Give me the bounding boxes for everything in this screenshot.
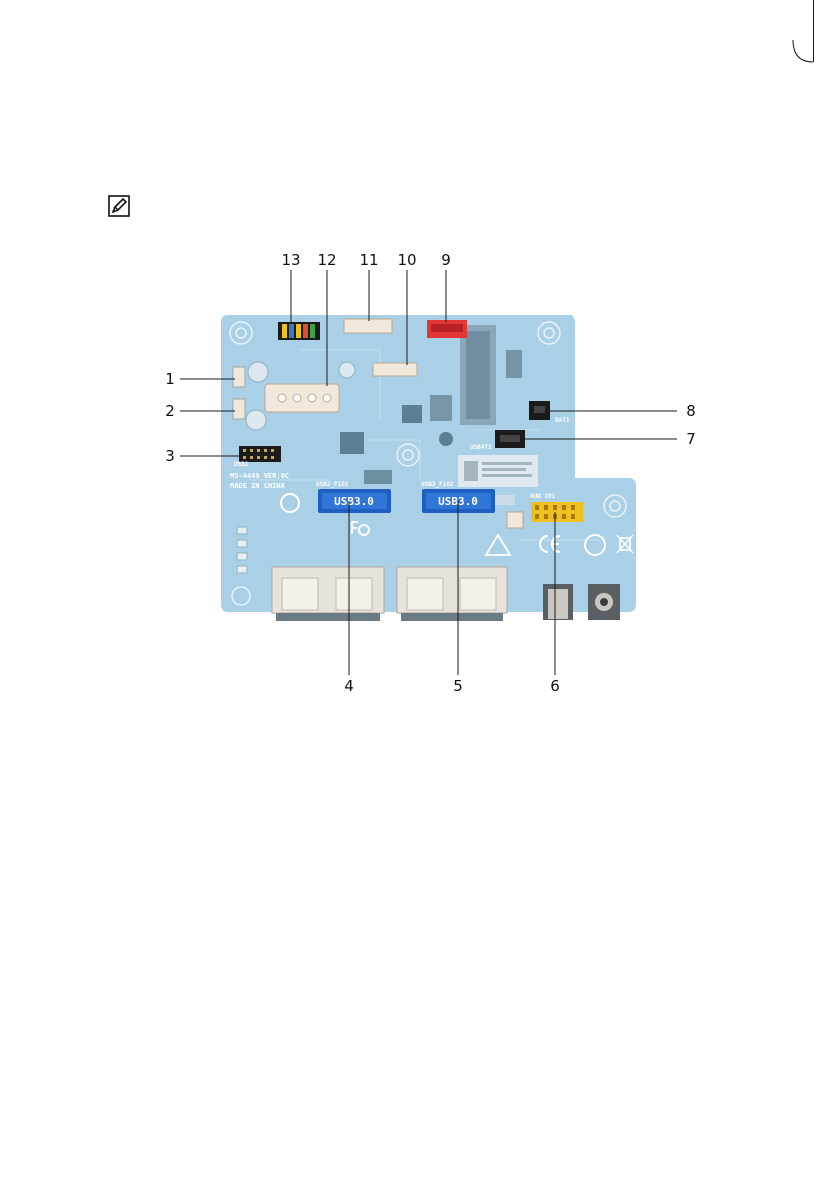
- connector-1: [233, 367, 245, 387]
- callout-9: 9: [430, 251, 462, 269]
- connector-4: USB3.0: [318, 489, 391, 513]
- connector-12: [265, 384, 339, 412]
- svg-text:MS-4449 VER:0C: MS-4449 VER:0C: [230, 472, 289, 480]
- connector-13: [278, 322, 320, 340]
- chip: [402, 405, 422, 423]
- callout-13: 13: [275, 251, 307, 269]
- callout-6: 6: [539, 677, 571, 695]
- audio-jack-2: [588, 584, 620, 620]
- svg-text:USB3.0: USB3.0: [334, 495, 374, 508]
- callout-3: 3: [154, 447, 186, 465]
- weee-mark: [617, 535, 633, 553]
- svg-text:BAT1: BAT1: [555, 417, 570, 424]
- connector-11: [344, 319, 392, 333]
- callout-2: 2: [154, 402, 186, 420]
- callout-4: 4: [333, 677, 365, 695]
- usb-port-group-left: [272, 567, 384, 621]
- svg-text:USB2_F1O1: USB2_F1O1: [316, 481, 349, 488]
- callout-7: 7: [675, 430, 707, 448]
- svg-text:MADE IN CHINA: MADE IN CHINA: [230, 482, 286, 490]
- callout-11: 11: [353, 251, 385, 269]
- svg-text:AUD IO1: AUD IO1: [530, 493, 556, 500]
- connector-10: [373, 363, 417, 376]
- chip: [340, 432, 364, 454]
- connector-3: [239, 446, 281, 462]
- svg-text:USB4T1: USB4T1: [470, 444, 492, 451]
- audio-jack-1: [543, 584, 573, 620]
- crystal: [364, 470, 392, 484]
- svg-text:USB1: USB1: [234, 461, 249, 468]
- callout-1: 1: [154, 370, 186, 388]
- usb-port-group-right: [397, 567, 507, 621]
- callout-8: 8: [675, 402, 707, 420]
- callout-12: 12: [311, 251, 343, 269]
- callout-10: 10: [391, 251, 423, 269]
- svg-text:USB3_F1O2: USB3_F1O2: [421, 481, 454, 488]
- connector-2: [233, 399, 245, 419]
- connector-6: [531, 502, 583, 522]
- callout-5: 5: [442, 677, 474, 695]
